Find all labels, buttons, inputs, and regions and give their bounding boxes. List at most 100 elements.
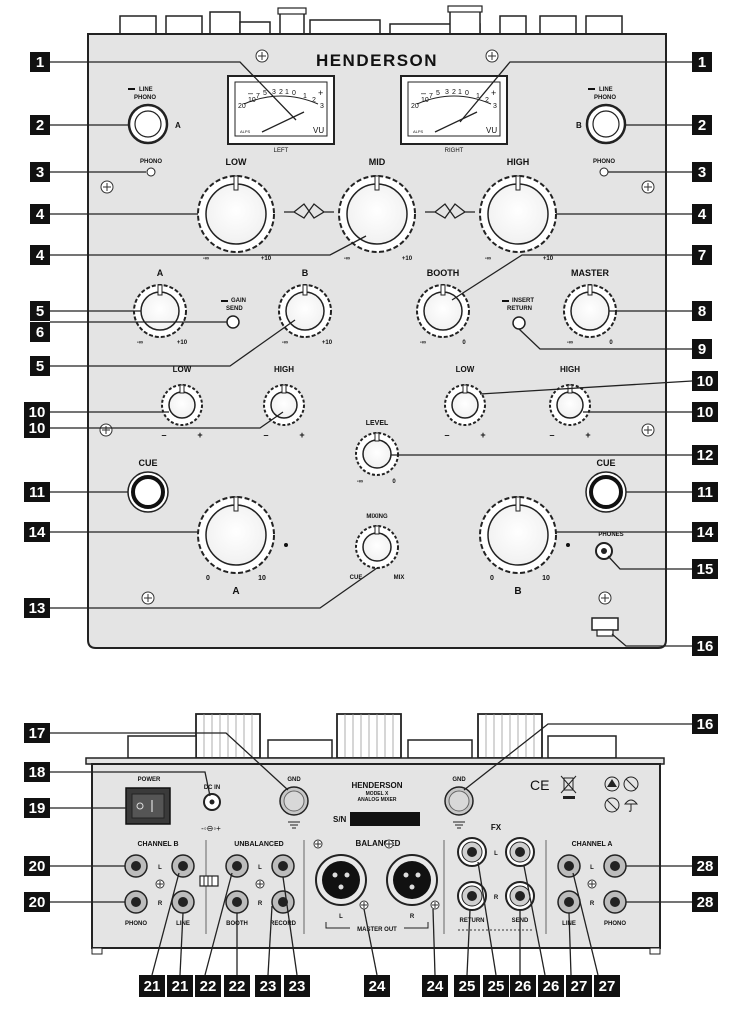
vu-scale: 0	[292, 90, 296, 97]
vu-unit: VU	[313, 126, 324, 135]
crossover-symbol	[425, 203, 475, 219]
switch-a-phono-label: PHONO	[134, 95, 156, 101]
channel-b-high-label: HIGH	[560, 365, 580, 374]
svg-text:5: 5	[36, 358, 44, 375]
indicator-dot	[284, 543, 288, 547]
screw-icon	[587, 879, 597, 889]
booth-l-jack[interactable]	[225, 854, 249, 878]
svg-text:17: 17	[29, 725, 46, 742]
callout-badge: 23	[255, 975, 281, 997]
channel-b-low-knob[interactable]	[444, 384, 486, 426]
channel-b-high-knob[interactable]	[549, 384, 591, 426]
master-knob[interactable]	[563, 284, 617, 338]
cue-button-b[interactable]	[585, 471, 627, 513]
fx-r: R	[494, 895, 499, 901]
record-r-jack[interactable]	[271, 890, 295, 914]
vu-scale: 5	[436, 90, 440, 97]
fx-return-l-jack[interactable]	[457, 837, 487, 867]
callout-badge: 11	[692, 482, 718, 502]
booth-r-jack[interactable]	[225, 890, 249, 914]
callout-badge: 12	[692, 445, 718, 465]
svg-text:22: 22	[229, 978, 246, 995]
eq-low-knob[interactable]	[197, 175, 275, 253]
mixing-right: MIX	[394, 575, 405, 581]
eq-mid-knob[interactable]	[338, 175, 416, 253]
svg-text:15: 15	[697, 561, 714, 578]
gnd-terminal-right[interactable]	[444, 786, 474, 816]
level-knob[interactable]	[355, 432, 399, 476]
xlr-master-out-r[interactable]	[386, 854, 438, 906]
callout-badge: 28	[692, 856, 718, 876]
fx-send-l-jack[interactable]	[505, 837, 535, 867]
callout-badge: 26	[510, 975, 536, 997]
channel-b-phono-l-jack[interactable]	[124, 854, 148, 878]
unbalanced-r: R	[258, 901, 263, 907]
channel-a-low-knob[interactable]	[161, 384, 203, 426]
insert-return-switch[interactable]	[512, 316, 526, 330]
input-switch-a[interactable]	[127, 103, 169, 145]
callout-badge: 23	[284, 975, 310, 997]
callout-badge: 21	[167, 975, 193, 997]
svg-text:24: 24	[427, 978, 444, 995]
channel-a-high-knob[interactable]	[263, 384, 305, 426]
channel-b-r: R	[158, 901, 163, 907]
volume-a-max: 10	[258, 575, 266, 582]
input-switch-b[interactable]	[585, 103, 627, 145]
svg-text:4: 4	[36, 247, 45, 264]
cue-b-label: CUE	[596, 458, 615, 468]
dc-in-jack[interactable]	[203, 793, 221, 811]
gnd-terminal-left[interactable]	[279, 786, 309, 816]
mixing-knob[interactable]	[355, 525, 399, 569]
eq-high-max: +10	[543, 256, 554, 262]
vu-scale: 10	[248, 97, 256, 104]
channel-a-phono-r-jack[interactable]	[603, 890, 627, 914]
volume-b-max: 10	[542, 575, 550, 582]
eq-low-min: -∞	[203, 256, 209, 262]
svg-text:28: 28	[697, 858, 714, 875]
volume-b-knob[interactable]	[479, 496, 557, 574]
cable-plug	[591, 617, 619, 631]
gain-a-knob[interactable]	[133, 284, 187, 338]
vu-minus: –	[421, 88, 426, 98]
serial-plate	[350, 812, 420, 826]
gain-b-knob[interactable]	[278, 284, 332, 338]
booth-knob[interactable]	[416, 284, 470, 338]
eq-high-label: HIGH	[507, 157, 530, 167]
switch-b-channel-label: B	[576, 121, 582, 130]
rear-knob-top	[547, 735, 617, 759]
screw-icon	[141, 591, 155, 605]
cue-button-a[interactable]	[127, 471, 169, 513]
vu-scale: 2	[279, 89, 283, 96]
xlr-master-out-l[interactable]	[315, 854, 367, 906]
brand-title: HENDERSON	[316, 51, 438, 70]
master-out-label: MASTER OUT	[357, 927, 397, 933]
screw-icon	[384, 839, 394, 849]
phones-jack[interactable]	[595, 542, 613, 560]
knob-plus: +	[197, 430, 202, 440]
rear-desc: ANALOG MIXER	[358, 797, 397, 803]
volume-a-knob[interactable]	[197, 496, 275, 574]
power-switch[interactable]	[125, 787, 171, 825]
vu-tiny: ALPS	[240, 129, 251, 134]
svg-text:10: 10	[697, 404, 714, 421]
channel-a-phono-l-jack[interactable]	[603, 854, 627, 878]
record-l-jack[interactable]	[271, 854, 295, 878]
callout-badge: 4	[30, 204, 50, 224]
vu-scale: 20	[411, 103, 419, 110]
channel-b-phono-r-jack[interactable]	[124, 890, 148, 914]
channel-b-line-l-jack[interactable]	[171, 854, 195, 878]
fx-send-r-jack[interactable]	[505, 881, 535, 911]
gain-send-switch[interactable]	[226, 315, 240, 329]
callout-badge: 10	[692, 402, 718, 422]
eq-high-knob[interactable]	[479, 175, 557, 253]
callout-badge: 18	[24, 762, 50, 782]
fx-return-r-jack[interactable]	[457, 881, 487, 911]
channel-a-line-r-jack[interactable]	[557, 890, 581, 914]
channel-a-line-l-jack[interactable]	[557, 854, 581, 878]
ground-icon	[288, 821, 300, 829]
volume-a-min: 0	[206, 575, 210, 582]
channel-b-line-r-jack[interactable]	[171, 890, 195, 914]
callout-badge: 7	[692, 245, 712, 265]
svg-text:5: 5	[36, 303, 44, 320]
